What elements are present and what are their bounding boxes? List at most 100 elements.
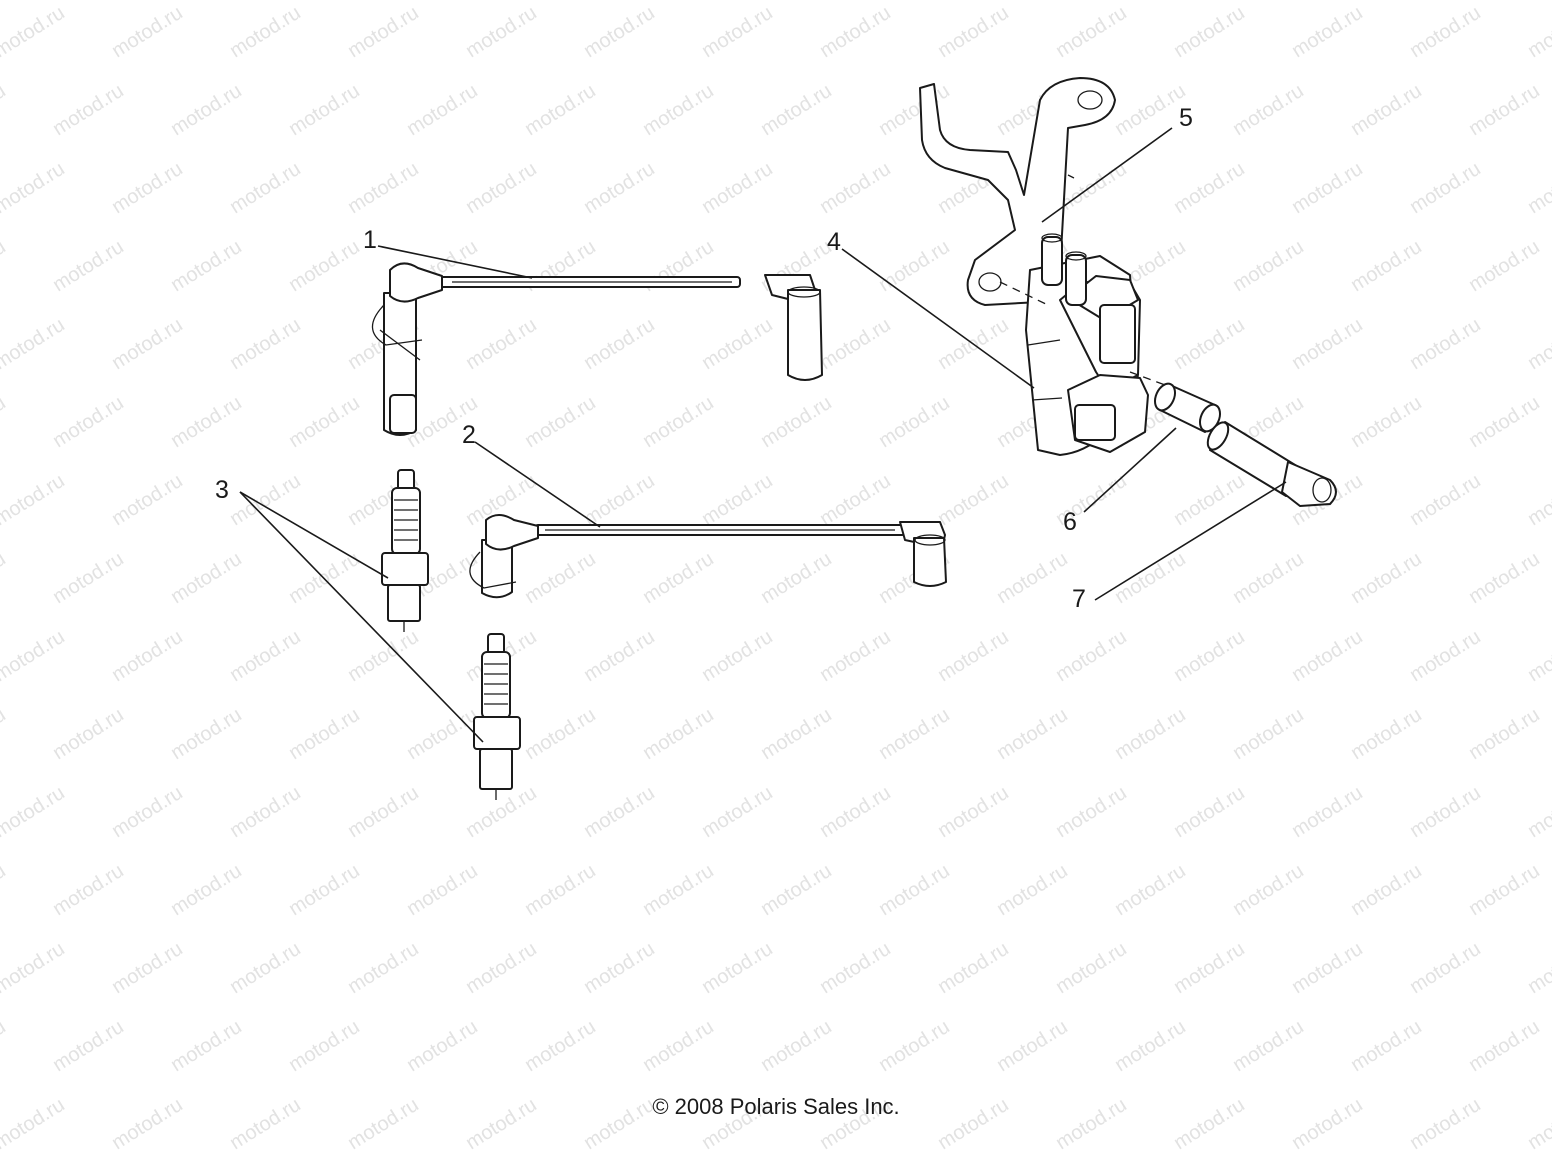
watermark-text: motod.ru bbox=[285, 236, 364, 296]
watermark-text: motod.ru bbox=[521, 392, 600, 452]
watermark-text: motod.ru bbox=[1170, 626, 1249, 686]
spark-plug-lower bbox=[473, 633, 521, 800]
watermark-text: motod.ru bbox=[757, 80, 836, 140]
watermark-text: motod.ru bbox=[757, 860, 836, 920]
watermark-text: motod.ru bbox=[816, 626, 895, 686]
watermark-text: motod.ru bbox=[167, 236, 246, 296]
watermark-text: motod.ru bbox=[344, 782, 423, 842]
watermark-text: motod.ru bbox=[285, 1016, 364, 1076]
watermark-text: motod.ru bbox=[580, 158, 659, 218]
watermark-text: motod.ru bbox=[1288, 2, 1367, 62]
watermark-text: motod.ru bbox=[1170, 938, 1249, 998]
watermark-text: motod.ru bbox=[698, 158, 777, 218]
watermark-text: motod.ru bbox=[934, 782, 1013, 842]
watermark-text: motod.ru bbox=[285, 80, 364, 140]
watermark-text: motod.ru bbox=[1170, 314, 1249, 374]
watermark-text: motod.ru bbox=[1229, 1016, 1308, 1076]
watermark-text: motod.ru bbox=[1288, 626, 1367, 686]
watermark-text: motod.ru bbox=[1524, 158, 1552, 218]
watermark-text: motod.ru bbox=[167, 392, 246, 452]
watermark-text: motod.ru bbox=[698, 470, 777, 530]
watermark-text: motod.ru bbox=[226, 158, 305, 218]
spark-plug-upper bbox=[381, 469, 429, 632]
watermark-text: motod.ru bbox=[1524, 626, 1552, 686]
watermark-text: motod.ru bbox=[226, 470, 305, 530]
watermark-text: motod.ru bbox=[403, 1016, 482, 1076]
watermark-text: motod.ru bbox=[0, 626, 69, 686]
watermark-text: motod.ru bbox=[167, 80, 246, 140]
watermark-text: motod.ru bbox=[1170, 470, 1249, 530]
watermark-text: motod.ru bbox=[0, 860, 10, 920]
watermark-text: motod.ru bbox=[1347, 392, 1426, 452]
watermark-text: motod.ru bbox=[816, 782, 895, 842]
watermark-text: motod.ru bbox=[344, 2, 423, 62]
watermark-text: motod.ru bbox=[462, 314, 541, 374]
watermark-text: motod.ru bbox=[108, 2, 187, 62]
watermark-text: motod.ru bbox=[934, 470, 1013, 530]
watermark-text: motod.ru bbox=[108, 158, 187, 218]
watermark-text: motod.ru bbox=[580, 626, 659, 686]
watermark-text: motod.ru bbox=[462, 2, 541, 62]
watermark-text: motod.ru bbox=[167, 860, 246, 920]
watermark-text: motod.ru bbox=[1406, 782, 1485, 842]
callout-7: 7 bbox=[1072, 585, 1086, 613]
watermark-text: motod.ru bbox=[1524, 782, 1552, 842]
watermark-text: motod.ru bbox=[816, 938, 895, 998]
watermark-text: motod.ru bbox=[0, 470, 69, 530]
watermark-text: motod.ru bbox=[0, 548, 10, 608]
watermark-text: motod.ru bbox=[167, 1016, 246, 1076]
watermark-text: motod.ru bbox=[167, 548, 246, 608]
copyright-notice: © 2008 Polaris Sales Inc. bbox=[652, 1094, 900, 1119]
watermark-text: motod.ru bbox=[580, 314, 659, 374]
watermark-text: motod.ru bbox=[993, 1016, 1072, 1076]
watermark-text: motod.ru bbox=[993, 860, 1072, 920]
watermark-text: motod.ru bbox=[639, 548, 718, 608]
watermark-text: motod.ru bbox=[934, 938, 1013, 998]
watermark-text: motod.ru bbox=[1052, 938, 1131, 998]
watermark-text: motod.ru bbox=[226, 626, 305, 686]
watermark-text: motod.ru bbox=[1347, 1016, 1426, 1076]
watermark-text: motod.ru bbox=[521, 80, 600, 140]
watermark-text: motod.ru bbox=[1288, 314, 1367, 374]
watermark-text: motod.ru bbox=[226, 782, 305, 842]
watermark-text: motod.ru bbox=[521, 548, 600, 608]
watermark-text: motod.ru bbox=[0, 1016, 10, 1076]
watermark-text: motod.ru bbox=[1052, 2, 1131, 62]
watermark-text: motod.ru bbox=[49, 392, 128, 452]
watermark-text: motod.ru bbox=[1229, 236, 1308, 296]
watermark-text: motod.ru bbox=[1229, 860, 1308, 920]
watermark-text: motod.ru bbox=[1465, 548, 1544, 608]
watermark-text: motod.ru bbox=[226, 314, 305, 374]
watermark-text: motod.ru bbox=[875, 704, 954, 764]
watermark-text: motod.ru bbox=[580, 938, 659, 998]
callout-labels: 1 2 3 4 5 6 7 bbox=[215, 104, 1193, 613]
watermark-text: motod.ru bbox=[0, 314, 69, 374]
watermark-text: motod.ru bbox=[1347, 236, 1426, 296]
watermark-text: motod.ru bbox=[0, 938, 69, 998]
watermark-text: motod.ru bbox=[521, 860, 600, 920]
watermark-text: motod.ru bbox=[0, 2, 69, 62]
callout-2: 2 bbox=[462, 421, 476, 449]
watermark-text: motod.ru bbox=[698, 2, 777, 62]
watermark-text: motod.ru bbox=[757, 1016, 836, 1076]
watermark-text: motod.ru bbox=[757, 392, 836, 452]
watermark-text: motod.ru bbox=[403, 704, 482, 764]
watermark-text: motod.ru bbox=[639, 704, 718, 764]
watermark-text: motod.ru bbox=[462, 938, 541, 998]
watermark-text: motod.ru bbox=[1406, 314, 1485, 374]
watermark-text: motod.ru bbox=[698, 782, 777, 842]
watermark-text: motod.ru bbox=[49, 548, 128, 608]
watermark-text: motod.ru bbox=[1524, 314, 1552, 374]
watermark-text: motod.ru bbox=[1465, 236, 1544, 296]
watermark-text: motod.ru bbox=[344, 938, 423, 998]
watermark-text: motod.ru bbox=[1170, 782, 1249, 842]
callout-1: 1 bbox=[363, 226, 377, 254]
watermark-text: motod.ru bbox=[1465, 704, 1544, 764]
watermark-text: motod.ru bbox=[1229, 548, 1308, 608]
watermark-text: motod.ru bbox=[1347, 704, 1426, 764]
watermark-text: motod.ru bbox=[285, 704, 364, 764]
watermark-text: motod.ru bbox=[875, 1016, 954, 1076]
watermark-text: motod.ru bbox=[285, 860, 364, 920]
watermark-text: motod.ru bbox=[1288, 158, 1367, 218]
